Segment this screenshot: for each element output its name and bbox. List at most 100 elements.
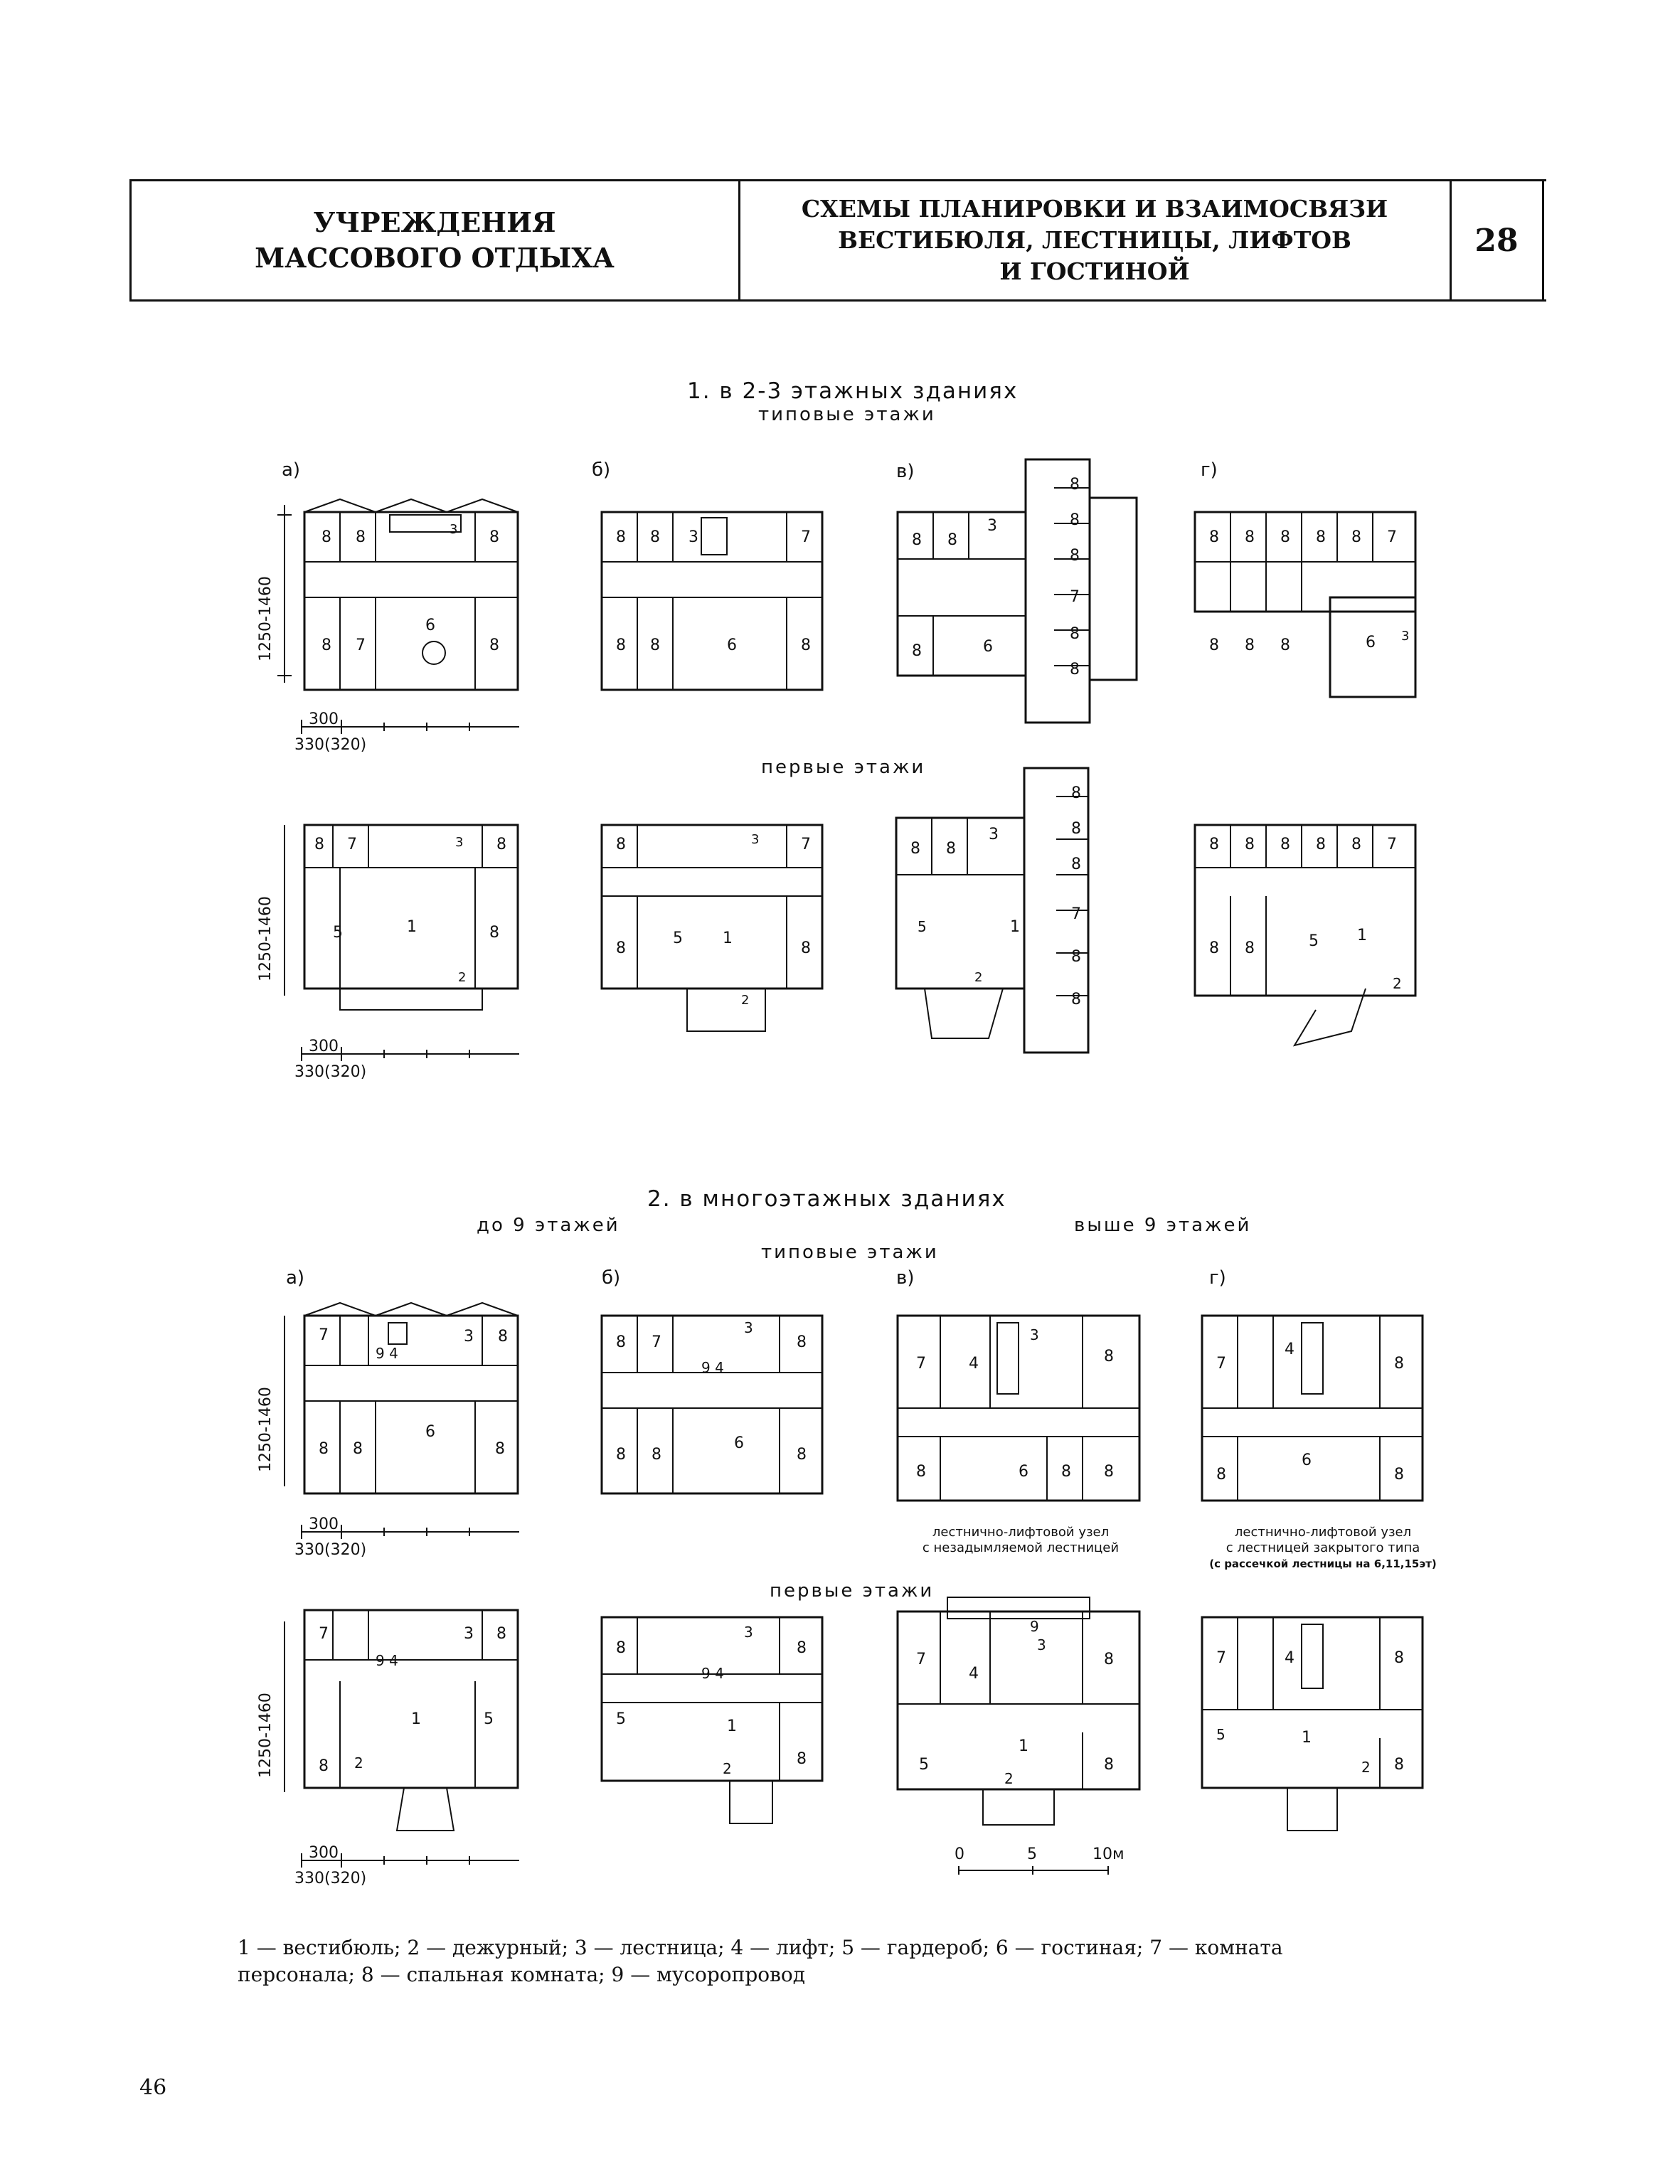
svg-text:6: 6: [983, 638, 993, 656]
svg-text:1: 1: [407, 918, 417, 936]
svg-text:8: 8: [498, 1328, 508, 1346]
svg-text:8: 8: [496, 836, 506, 853]
svg-text:4: 4: [1285, 1341, 1294, 1358]
svg-text:8: 8: [616, 1639, 626, 1657]
plan-2g-typical: 748 868: [1201, 1314, 1424, 1502]
svg-text:5: 5: [919, 1756, 929, 1774]
svg-text:8: 8: [797, 1333, 807, 1351]
section2-above-9: выше 9 этажей: [1074, 1215, 1252, 1236]
svg-text:8: 8: [1104, 1756, 1114, 1774]
svg-text:8: 8: [1280, 836, 1290, 853]
sheet-header: УЧРЕЖДЕНИЯ МАССОВОГО ОТДЫХА СХЕМЫ ПЛАНИР…: [129, 179, 1546, 302]
label-1b-typical: б): [592, 459, 611, 481]
svg-text:8: 8: [801, 939, 811, 957]
dim-grid-1-typical: 300 330(320): [294, 710, 519, 754]
svg-text:8: 8: [1351, 836, 1361, 853]
svg-text:8: 8: [801, 636, 811, 654]
svg-text:6: 6: [734, 1434, 744, 1452]
svg-text:3: 3: [464, 1328, 474, 1346]
legend-line1: 1 — вестибюль; 2 — дежурный; 3 — лестниц…: [238, 1936, 1283, 1959]
svg-text:8: 8: [489, 636, 499, 654]
sheet-title-line1: СХЕМЫ ПЛАНИРОВКИ И ВЗАИМОСВЯЗИ: [801, 195, 1388, 223]
svg-text:8: 8: [1394, 1466, 1404, 1483]
page-number: 46: [139, 2075, 167, 2100]
svg-text:8: 8: [797, 1750, 807, 1768]
svg-text:3: 3: [1030, 1326, 1039, 1343]
svg-text:300: 300: [309, 1844, 339, 1862]
svg-text:8: 8: [616, 636, 626, 654]
svg-text:330(320): 330(320): [294, 1870, 366, 1887]
dim-grid-2-first: 300 330(320): [294, 1844, 519, 1887]
svg-text:8: 8: [1104, 1463, 1114, 1481]
svg-text:8: 8: [356, 528, 366, 546]
svg-text:8: 8: [1394, 1649, 1404, 1667]
svg-text:8: 8: [652, 1446, 661, 1464]
dim-height-text: 1250-1460: [257, 1387, 275, 1472]
svg-text:5: 5: [673, 929, 683, 947]
dim-grid-1-first: 300 330(320): [294, 1038, 519, 1081]
svg-text:2: 2: [1393, 975, 1402, 992]
svg-text:1: 1: [411, 1710, 421, 1728]
svg-text:5: 5: [484, 1710, 494, 1728]
sheet-title-line2: ВЕСТИБЮЛЯ, ЛЕСТНИЦЫ, ЛИФТОВ: [838, 226, 1351, 254]
svg-text:3: 3: [989, 826, 999, 843]
svg-text:8: 8: [495, 1440, 505, 1458]
caption-v-typical: лестнично-лифтовой узел с незадымляемой …: [922, 1525, 1120, 1555]
header-border-left: [129, 181, 132, 299]
svg-text:8: 8: [1316, 528, 1326, 546]
section2-typical-floors: типовые этажи: [761, 1242, 939, 1263]
svg-text:8: 8: [1104, 1348, 1114, 1365]
svg-text:8: 8: [1280, 636, 1290, 654]
svg-text:8: 8: [1104, 1651, 1114, 1668]
svg-text:8: 8: [1209, 939, 1219, 957]
svg-text:8: 8: [1209, 528, 1219, 546]
svg-text:1: 1: [1019, 1737, 1028, 1755]
svg-text:9 4: 9 4: [376, 1652, 398, 1669]
svg-text:3: 3: [987, 517, 997, 535]
svg-text:300: 300: [309, 1038, 339, 1055]
legend-line2: персонала; 8 — спальная комната; 9 — мус…: [238, 1963, 805, 1986]
label-1g-typical: г): [1201, 459, 1218, 481]
section1-first-floors: первые этажи: [761, 757, 926, 778]
svg-text:8: 8: [650, 528, 660, 546]
svg-text:8: 8: [650, 636, 660, 654]
svg-text:300: 300: [309, 1516, 339, 1533]
svg-text:8: 8: [1216, 1466, 1226, 1483]
svg-text:6: 6: [727, 636, 737, 654]
svg-text:330(320): 330(320): [294, 1063, 366, 1081]
svg-text:7: 7: [347, 836, 357, 853]
svg-text:2: 2: [723, 1760, 732, 1777]
section1-title: 1. в 2-3 этажных зданиях: [687, 378, 1019, 404]
label-2g-typical: г): [1209, 1267, 1226, 1289]
svg-text:2: 2: [974, 970, 982, 985]
svg-text:5: 5: [616, 1710, 626, 1728]
section2-title: 2. в многоэтажных зданиях: [647, 1186, 1006, 1212]
svg-text:8: 8: [797, 1446, 807, 1464]
svg-text:7: 7: [1387, 528, 1397, 546]
svg-text:8: 8: [1394, 1355, 1404, 1373]
svg-text:2: 2: [1361, 1759, 1371, 1776]
svg-text:8: 8: [1209, 636, 1219, 654]
svg-text:8: 8: [1071, 948, 1081, 966]
svg-text:8: 8: [1070, 625, 1080, 643]
svg-text:4: 4: [1285, 1649, 1294, 1667]
svg-text:2: 2: [741, 993, 749, 1008]
section-title-line2: МАССОВОГО ОТДЫХА: [255, 242, 615, 274]
svg-text:5: 5: [918, 918, 927, 935]
svg-text:5: 5: [1309, 932, 1319, 950]
svg-text:7: 7: [916, 1651, 926, 1668]
dim-height-1-first: 1250-1460: [257, 825, 285, 996]
svg-text:8: 8: [353, 1440, 363, 1458]
svg-text:7: 7: [1387, 836, 1397, 853]
svg-text:7: 7: [801, 836, 811, 853]
svg-text:7: 7: [1071, 905, 1081, 923]
svg-text:1: 1: [1357, 927, 1367, 944]
dim-height-text: 1250-1460: [257, 896, 275, 981]
svg-text:8: 8: [1316, 836, 1326, 853]
svg-text:8: 8: [1245, 939, 1255, 957]
